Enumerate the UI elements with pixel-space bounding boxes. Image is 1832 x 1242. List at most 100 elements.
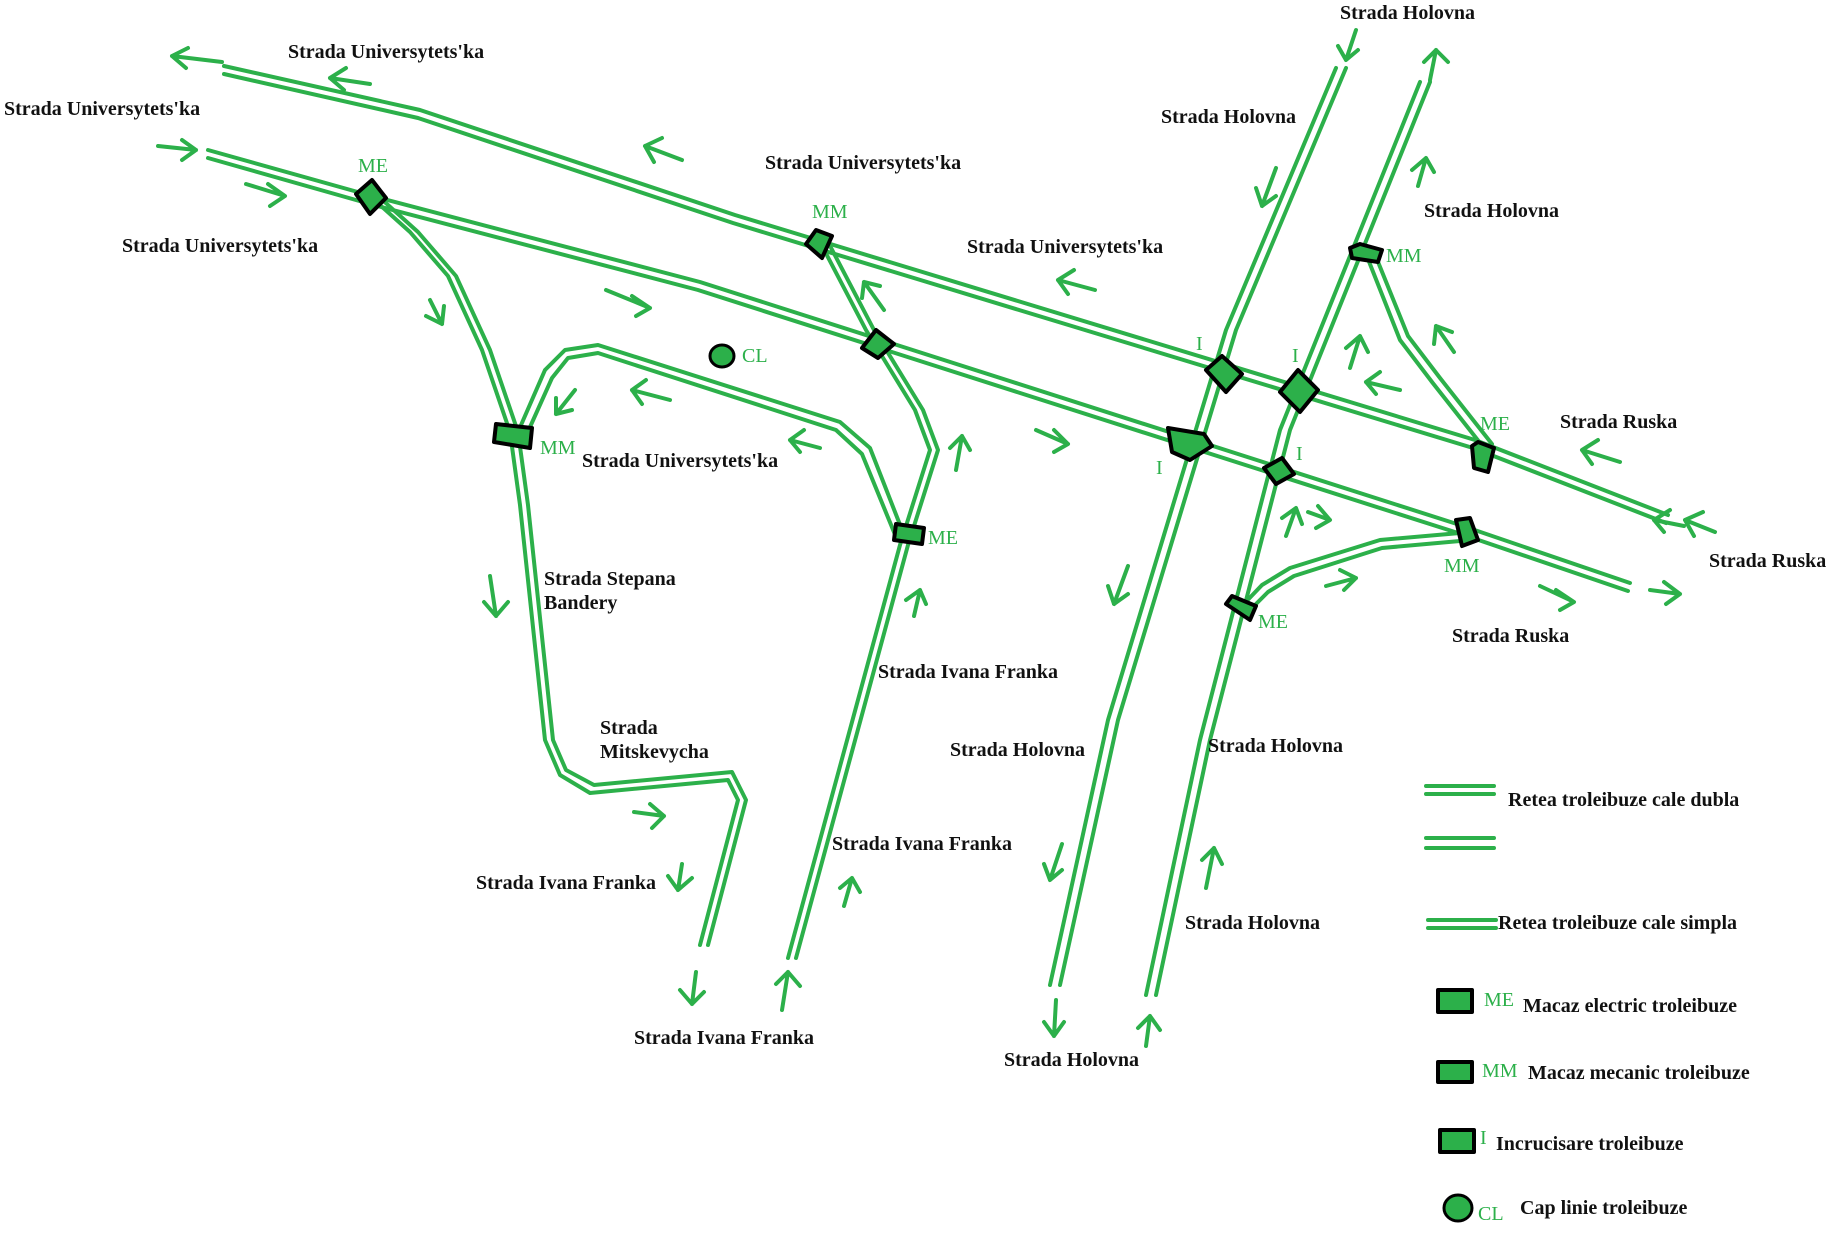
arrow-icon <box>1580 438 1622 466</box>
mechanical-switch-marker <box>1454 516 1480 548</box>
arrow-icon <box>1683 510 1717 538</box>
code-mm: MM <box>1386 245 1422 267</box>
rail-univ-westbound <box>222 72 1668 525</box>
arrow-icon <box>424 298 446 326</box>
street-labels: Strada Universytets'ka Strada Universyte… <box>4 2 1826 1071</box>
arrow-icon <box>244 182 287 208</box>
mechanical-switch-icon <box>1436 1060 1474 1084</box>
rail-univ-westbound <box>222 64 1670 517</box>
direction-arrows <box>156 28 1717 1048</box>
legend-single-track: Retea troleibuze cale simpla <box>1426 912 1737 934</box>
arrow-icon <box>948 434 972 472</box>
mechanical-switch-marker <box>492 422 534 450</box>
street-label: Strada Universytets'ka <box>288 41 484 63</box>
arrow-icon <box>554 388 577 416</box>
street-label: Strada Holovna <box>1185 912 1320 934</box>
code-mm: MM <box>540 437 576 459</box>
street-label: Strada Ivana Franka <box>634 1027 814 1049</box>
arrow-icon <box>482 574 510 618</box>
arrow-icon <box>1324 568 1358 592</box>
arrow-icon <box>860 280 886 312</box>
arrow-icon <box>1336 28 1360 62</box>
legend-electric-label: Macaz electric troleibuze <box>1523 995 1737 1017</box>
arrow-icon <box>1280 506 1304 538</box>
legend-double-sample <box>1424 836 1496 850</box>
code-me: ME <box>1480 413 1510 435</box>
legend-double-label: Retea troleibuze cale dubla <box>1508 789 1739 811</box>
rail-univ-eastbound <box>206 156 1630 593</box>
arrow-icon <box>156 138 198 162</box>
arrow-icon <box>1034 428 1070 454</box>
rail-univ-eastbound <box>206 148 1632 585</box>
street-label: Strada Ruska <box>1452 625 1569 647</box>
electric-switch-marker <box>1224 594 1258 622</box>
rail-ruska-turn-lower <box>1244 539 1462 616</box>
street-label: Strada Holovna <box>950 739 1085 761</box>
arrow-icon <box>678 970 706 1006</box>
legend-crossing-label: Incrucisare troleibuze <box>1496 1133 1684 1155</box>
electric-switch-icon <box>1436 988 1474 1014</box>
code-i: I <box>1292 345 1299 367</box>
rail-ruska-turn-upper <box>1372 250 1494 446</box>
arrow-icon <box>1422 48 1450 82</box>
street-label: Strada Holovna <box>1208 735 1343 757</box>
street-label: Strada Universytets'ka <box>582 450 778 472</box>
svg-text:I: I <box>1480 1127 1487 1149</box>
street-label: Strada Ruska <box>1560 411 1677 433</box>
rail-loop-universytetska <box>524 351 898 539</box>
rail-branch-franka <box>786 240 932 960</box>
arrow-icon <box>1652 508 1686 534</box>
arrow-icon <box>1042 998 1066 1038</box>
street-label: Strada Stepana <box>544 568 676 590</box>
street-label: Strada Universytets'ka <box>122 235 318 257</box>
crossing-marker <box>1262 456 1296 486</box>
rail-branch-franka <box>794 240 940 960</box>
rail-ruska-turn-upper <box>1364 252 1486 450</box>
mechanical-switch-marker <box>804 228 834 260</box>
code-cl: CL <box>742 345 768 367</box>
rail-holovna-west <box>1048 66 1338 987</box>
arrow-icon <box>632 802 666 830</box>
street-label: Strada <box>600 717 658 739</box>
electric-switch-marker <box>892 522 926 546</box>
legend-terminus: CL Cap linie troleibuze <box>1442 1193 1688 1225</box>
legend-mechanical-switch: MM Macaz mecanic troleibuze <box>1436 1060 1750 1084</box>
arrow-icon <box>1344 334 1370 370</box>
legend-terminus-label: Cap linie troleibuze <box>1520 1197 1688 1219</box>
arrow-icon <box>1648 580 1682 606</box>
rail-loop-universytetska <box>516 343 906 537</box>
street-label: Strada Ivana Franka <box>476 872 656 894</box>
rail-network <box>206 64 1670 997</box>
street-label: Strada Universytets'ka <box>4 98 200 120</box>
arrow-icon <box>1136 1014 1162 1048</box>
arrow-icon <box>666 862 694 892</box>
arrow-icon <box>1306 504 1332 530</box>
crossing-marker <box>1166 426 1214 462</box>
street-label: Bandery <box>544 592 617 614</box>
arrow-icon <box>328 66 372 92</box>
svg-text:CL: CL <box>1478 1203 1504 1225</box>
crossing-marker <box>860 328 896 360</box>
arrow-icon <box>643 136 684 164</box>
arrow-icon <box>1410 156 1436 188</box>
street-label: Strada Ruska <box>1709 550 1826 572</box>
legend-mechanical-label: Macaz mecanic troleibuze <box>1528 1062 1750 1084</box>
marker-codes: ME MM MM ME CL I I I I MM ME MM ME <box>358 155 1510 633</box>
street-label: Strada Holovna <box>1161 106 1296 128</box>
arrow-icon <box>788 428 822 454</box>
code-i: I <box>1156 457 1163 479</box>
code-me: ME <box>1258 611 1288 633</box>
electric-switch-marker <box>354 178 388 216</box>
arrow-icon <box>1538 584 1576 612</box>
terminus-icon <box>1442 1193 1474 1223</box>
rail-branch-bandery <box>368 194 740 947</box>
mechanical-switch-marker <box>1348 242 1384 264</box>
arrow-icon <box>1200 846 1224 890</box>
street-label: Strada Universytets'ka <box>967 236 1163 258</box>
arrow-icon <box>1364 370 1402 396</box>
street-label: Strada Holovna <box>1004 1049 1139 1071</box>
code-me: ME <box>928 527 958 549</box>
arrow-icon <box>1432 324 1456 354</box>
code-i: I <box>1196 333 1203 355</box>
